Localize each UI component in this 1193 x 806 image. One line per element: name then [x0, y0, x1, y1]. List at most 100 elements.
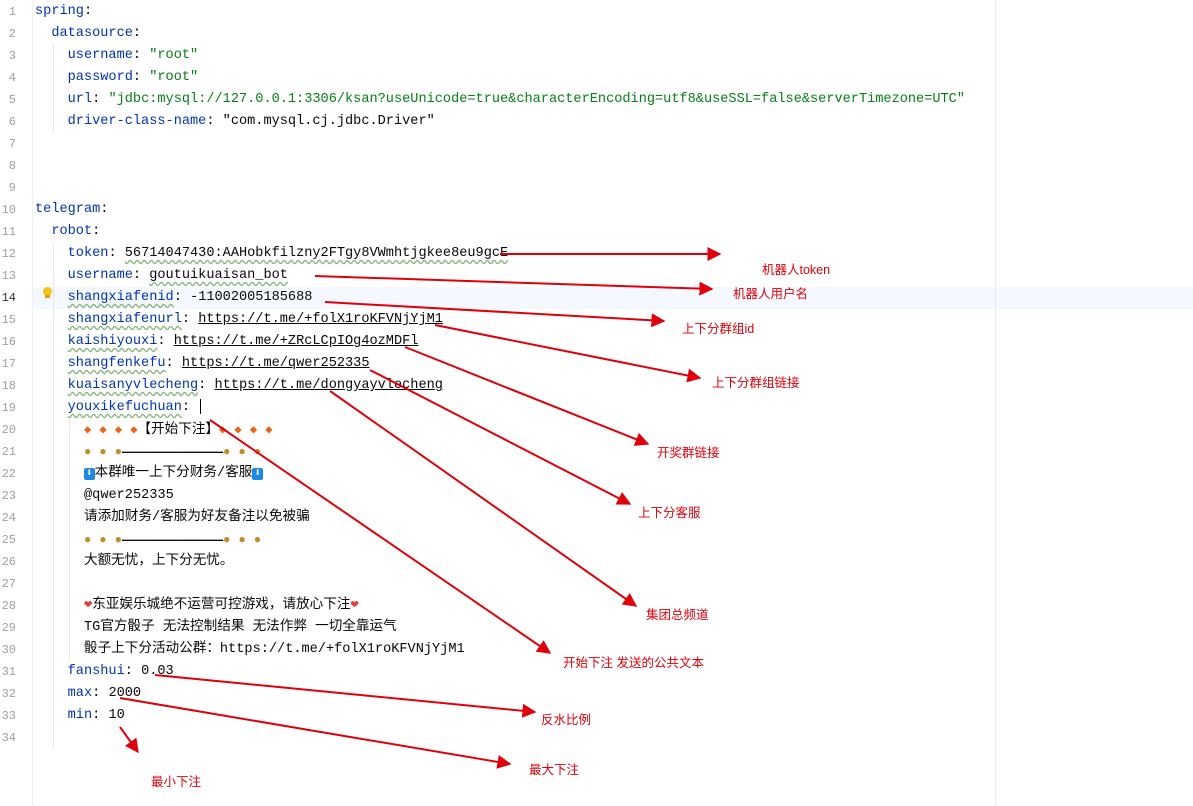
indent-guide: [69, 419, 70, 661]
code-line[interactable]: spring:: [35, 4, 93, 19]
divider-line: ━━━━━━━━━━━━━━━━━━━━━: [121, 537, 224, 546]
text-line: 骰子上下分活动公群：https://t.me/+folX1roKFVNjYjM1: [84, 642, 465, 657]
line-number-gutter: 1 2 3 4 5 6 7 8 9 10 11 12 13 14 15 16 1…: [0, 0, 32, 806]
yaml-key: youxikefuchuan: [67, 400, 182, 415]
yaml-key: kaishiyouxi: [67, 334, 158, 349]
annotation-min-bet: 最小下注: [151, 775, 202, 789]
flame-icon: ◆: [219, 423, 227, 437]
code-line[interactable]: ● ● ●━━━━━━━━━━━━━━━━━━━━━● ● ●: [84, 529, 261, 551]
text-line: 【开始下注】: [137, 423, 220, 438]
money-bag-icon: ●: [99, 445, 107, 459]
yaml-key: shangxiafenid: [67, 290, 174, 305]
line-number: 14: [1, 291, 16, 305]
code-line[interactable]: username: goutuikuaisan_bot: [67, 268, 288, 283]
yaml-key: username: [67, 268, 133, 283]
yaml-value: "jdbc:mysql://127.0.0.1:3306/ksan?useUni…: [108, 92, 965, 107]
code-line[interactable]: shangxiafenid: -11002005185688: [67, 290, 313, 305]
money-bag-icon: ●: [223, 533, 231, 547]
text-line: 本群唯一上下分财务/客服: [94, 466, 253, 481]
money-bag-icon: ●: [253, 445, 262, 459]
money-bag-icon: ●: [223, 445, 231, 459]
money-bag-icon: ●: [238, 445, 246, 459]
line-number: 22: [1, 467, 16, 481]
line-number: 30: [1, 643, 16, 657]
yaml-value: 10: [108, 708, 125, 723]
yaml-key: shangxiafenurl: [67, 312, 182, 327]
code-line[interactable]: ⬇本群唯一上下分财务/客服⬇: [84, 463, 263, 485]
code-line[interactable]: @qwer252335: [84, 485, 174, 507]
code-line[interactable]: telegram:: [35, 202, 109, 217]
line-number: 3: [8, 49, 16, 63]
yaml-link[interactable]: https://t.me/qwer252335: [181, 356, 370, 371]
code-line[interactable]: 大额无忧，上下分无忧。: [84, 551, 234, 573]
heart-icon: ❤: [350, 598, 359, 613]
indent-guide: [53, 243, 54, 749]
line-number: 15: [1, 313, 16, 327]
yaml-value: 0.03: [141, 664, 174, 679]
yaml-value: 56714047430:AAHobkfilzny2FTgy8VWmhtjgkee…: [124, 246, 509, 261]
money-bag-icon: ●: [114, 533, 122, 547]
annotation-bot-username: 机器人用户名: [733, 287, 809, 301]
yaml-link[interactable]: https://t.me/+ZRcLCpIOg4ozMDFl: [173, 334, 419, 349]
line-number: 33: [1, 709, 16, 723]
line-number: 2: [8, 27, 16, 41]
money-bag-icon: ●: [238, 533, 246, 547]
money-bag-icon: ●: [99, 533, 107, 547]
line-number: 7: [8, 137, 16, 151]
code-line[interactable]: url: "jdbc:mysql://127.0.0.1:3306/ksan?u…: [67, 92, 965, 107]
down-arrow-icon: ⬇: [252, 468, 263, 480]
code-line[interactable]: datasource:: [51, 26, 142, 41]
code-line[interactable]: token: 56714047430:AAHobkfilzny2FTgy8VWm…: [67, 246, 509, 261]
line-number: 4: [8, 71, 16, 85]
code-line[interactable]: ◆ ◆ ◆ ◆【开始下注】◆ ◆ ◆ ◆: [84, 419, 272, 441]
code-line[interactable]: TG官方骰子 无法控制结果 无法作弊 一切全靠运气: [84, 617, 397, 639]
code-line[interactable]: max: 2000: [67, 686, 142, 701]
line-number: 21: [1, 445, 16, 459]
line-number: 26: [1, 555, 16, 569]
text-line: 请添加财务/客服为好友备注以免被骗: [84, 510, 310, 525]
line-number: 32: [1, 687, 16, 701]
flame-icon: ◆: [234, 423, 242, 437]
yaml-key: robot: [51, 224, 93, 239]
code-line[interactable]: shangfenkefu: https://t.me/qwer252335: [67, 356, 370, 371]
code-line[interactable]: ● ● ●━━━━━━━━━━━━━━━━━━━━━● ● ●: [84, 441, 261, 463]
text-line: 东亚娱乐城绝不运营可控游戏，请放心下注: [92, 598, 351, 613]
flame-icon: ◆: [84, 423, 92, 437]
yaml-key: username: [67, 48, 133, 63]
code-line[interactable]: min: 10: [67, 708, 125, 723]
code-line[interactable]: robot:: [51, 224, 101, 239]
yaml-key: spring: [35, 4, 84, 19]
code-line[interactable]: username: "root": [67, 48, 199, 63]
code-line[interactable]: shangxiafenurl: https://t.me/+folX1roKFV…: [67, 312, 443, 327]
annotation-group-id: 上下分群组id: [682, 322, 755, 336]
annotation-support: 上下分客服: [638, 506, 701, 520]
code-line[interactable]: kaishiyouxi: https://t.me/+ZRcLCpIOg4ozM…: [67, 334, 419, 349]
right-margin-guide: [995, 0, 996, 806]
code-line[interactable]: youxikefuchuan:: [35, 397, 202, 419]
yaml-key: datasource: [51, 26, 133, 41]
code-line[interactable]: 骰子上下分活动公群：https://t.me/+folX1roKFVNjYjM1: [84, 639, 465, 661]
yaml-link[interactable]: https://t.me/+folX1roKFVNjYjM1: [198, 312, 443, 327]
code-line[interactable]: kuaisanyvlecheng: https://t.me/dongyayvl…: [67, 378, 443, 393]
line-number: 23: [1, 489, 16, 503]
lightbulb-icon[interactable]: [42, 287, 52, 299]
money-bag-icon: ●: [84, 533, 92, 547]
flame-icon: ◆: [114, 423, 123, 437]
line-number: 11: [1, 225, 16, 239]
code-line[interactable]: password: "root": [67, 70, 199, 85]
yaml-key: driver-class-name: [67, 114, 207, 129]
yaml-link[interactable]: https://t.me/dongyayvlecheng: [214, 378, 443, 393]
code-line[interactable]: fanshui: 0.03: [67, 664, 174, 679]
code-line[interactable]: driver-class-name: "com.mysql.cj.jdbc.Dr…: [67, 114, 435, 129]
annotation-max-bet: 最大下注: [529, 763, 580, 777]
yaml-value: "com.mysql.cj.jdbc.Driver": [222, 114, 435, 129]
annotation-rebate: 反水比例: [541, 713, 592, 727]
down-arrow-icon: ⬇: [84, 468, 95, 480]
code-line[interactable]: ❤东亚娱乐城绝不运营可控游戏，请放心下注❤: [84, 595, 359, 617]
line-number: 17: [1, 357, 16, 371]
code-line[interactable]: 请添加财务/客服为好友备注以免被骗: [84, 507, 310, 529]
money-bag-icon: ●: [253, 533, 262, 547]
money-bag-icon: ●: [84, 445, 92, 459]
yaml-key: password: [67, 70, 133, 85]
